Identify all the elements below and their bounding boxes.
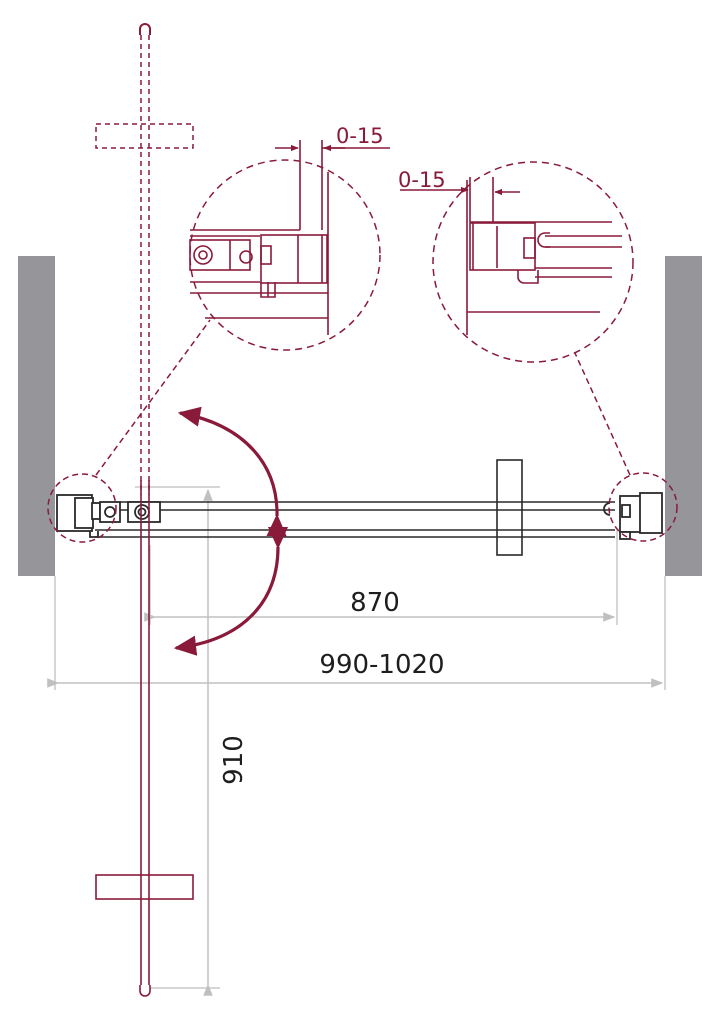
left-adjustment-label: 0-15 (336, 124, 384, 148)
door-panel (95, 480, 194, 997)
fixed-handle (496, 459, 523, 556)
door-seal-top (139, 23, 151, 35)
right-wall (665, 256, 702, 576)
left-detail-leader (95, 319, 211, 476)
right-detail-marker (608, 472, 678, 542)
right-detail-leader (569, 341, 631, 476)
opening-width-label: 870 (350, 588, 400, 618)
swing-depth-label: 910 (219, 735, 249, 785)
right-adjustment-label: 0-15 (398, 168, 446, 192)
door-open-position-dashed (95, 35, 194, 495)
left-wall (18, 256, 55, 576)
fixed-panel-rails (95, 501, 615, 538)
right-detail-enlarged (400, 161, 634, 363)
extension-lines (54, 486, 666, 989)
left-detail-enlarged (189, 140, 390, 351)
swing-arrow-upper (177, 406, 287, 537)
right-wall-profile (603, 492, 663, 540)
swing-arrow-lower (173, 526, 289, 656)
overall-width-label: 990-1020 (319, 650, 444, 680)
left-detail-marker (47, 473, 117, 543)
